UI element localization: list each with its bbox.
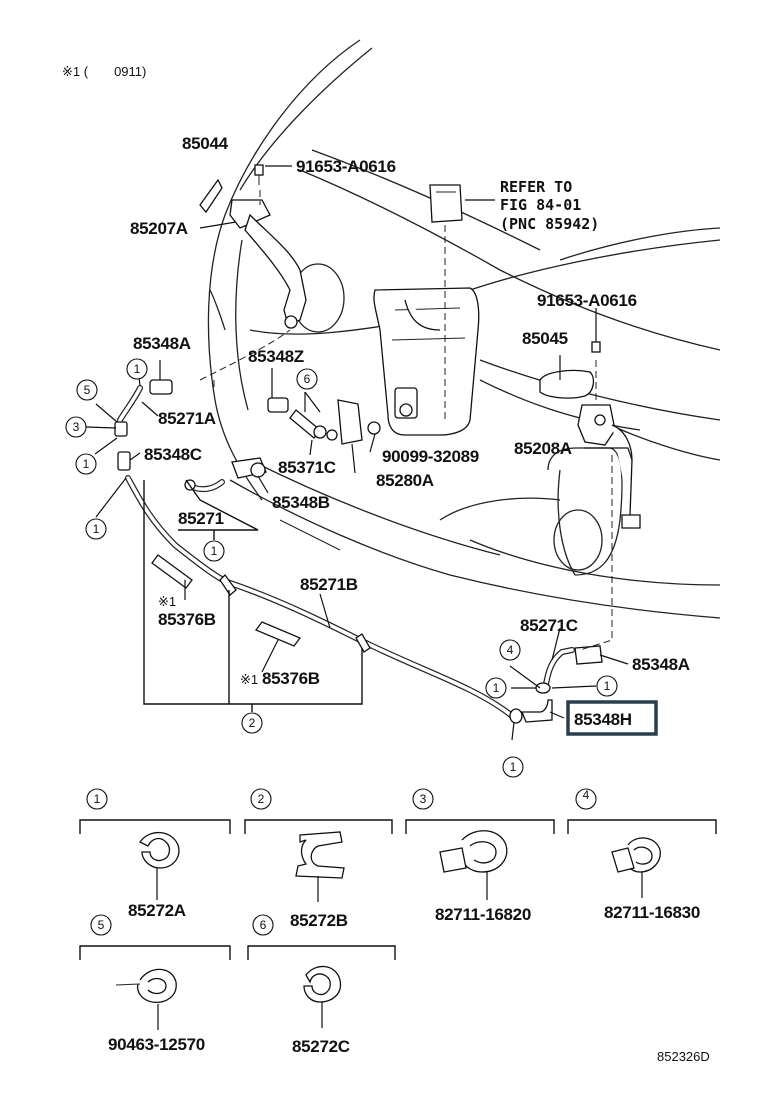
- refer-note-line2: FIG 84-01: [500, 196, 581, 214]
- label-mark-1a: ※1: [158, 594, 176, 609]
- legend-num-4: 4: [583, 788, 590, 802]
- label-90099-32089: 90099-32089: [382, 447, 479, 466]
- callout-1: 1: [83, 457, 90, 471]
- refer-note-line3: (PNC 85942): [500, 215, 599, 233]
- group-brackets: [143, 479, 363, 712]
- legend-part-85272b: 85272B: [290, 911, 348, 930]
- refer-note-line1: REFER TO: [500, 178, 572, 196]
- label-85371c: 85371C: [278, 458, 336, 477]
- label-85348z: 85348Z: [248, 347, 304, 366]
- callout-1: 1: [604, 679, 611, 693]
- legend-num-3: 3: [420, 792, 427, 806]
- callout-6: 6: [304, 372, 311, 386]
- label-85271b: 85271B: [300, 575, 358, 594]
- label-85045: 85045: [522, 329, 568, 348]
- callout-1: 1: [134, 362, 141, 376]
- label-91653-a0616-right: 91653-A0616: [537, 291, 637, 310]
- label-85376b-1: 85376B: [158, 610, 216, 629]
- legend-num-6: 6: [260, 918, 267, 932]
- label-85348b: 85348B: [272, 493, 330, 512]
- label-91653-a0616-top: 91653-A0616: [296, 157, 396, 176]
- label-mark-1b: ※1: [240, 672, 258, 687]
- washer-hoses: [114, 379, 603, 724]
- washer-tank: [373, 184, 480, 436]
- legend-part-82711-16820: 82711-16820: [435, 905, 531, 924]
- figure-code: 852326D: [657, 1049, 710, 1064]
- label-85376b-2: 85376B: [262, 669, 320, 688]
- label-85208a: 85208A: [514, 439, 572, 458]
- label-85044: 85044: [182, 134, 229, 153]
- callout-1: 1: [510, 760, 517, 774]
- legend-num-1: 1: [94, 792, 101, 806]
- callout-2: 2: [249, 716, 256, 730]
- highlight-box-85348h: [566, 700, 658, 736]
- clamp-legend: 1 85272A 2 85272B 3 82711-16820 4 82711-…: [79, 788, 717, 1056]
- legend-part-90463-12570: 90463-12570: [108, 1035, 205, 1054]
- label-85348a-left: 85348A: [133, 334, 191, 353]
- label-85348h[interactable]: 85348H: [574, 710, 632, 729]
- leader-lines: [85, 165, 633, 741]
- callout-3: 3: [73, 420, 80, 434]
- label-85271c: 85271C: [520, 616, 578, 635]
- callout-4: 4: [507, 643, 514, 657]
- label-85348c: 85348C: [144, 445, 202, 464]
- callout-1: 1: [493, 681, 500, 695]
- reference-lines: [199, 190, 613, 651]
- legend-num-5: 5: [98, 918, 105, 932]
- label-85271: 85271: [178, 509, 224, 528]
- callout-circles: 1 5 3 1 1 6 1 2 4 1 1 1: [65, 358, 618, 778]
- callout-5: 5: [84, 383, 91, 397]
- legend-part-85272a: 85272A: [128, 901, 186, 920]
- header-note: ※1 ( 0911): [62, 64, 146, 79]
- legend-part-82711-16830: 82711-16830: [604, 903, 700, 922]
- label-85348a-right: 85348A: [632, 655, 690, 674]
- callout-1: 1: [211, 544, 218, 558]
- label-85271a: 85271A: [158, 409, 216, 428]
- left-nozzle-assembly: [199, 164, 307, 329]
- callout-1: 1: [93, 522, 100, 536]
- label-85207a: 85207A: [130, 219, 188, 238]
- legend-num-2: 2: [258, 792, 265, 806]
- label-85280a: 85280A: [376, 471, 434, 490]
- right-nozzle-assembly: [539, 341, 641, 529]
- legend-part-85272c: 85272C: [292, 1037, 350, 1056]
